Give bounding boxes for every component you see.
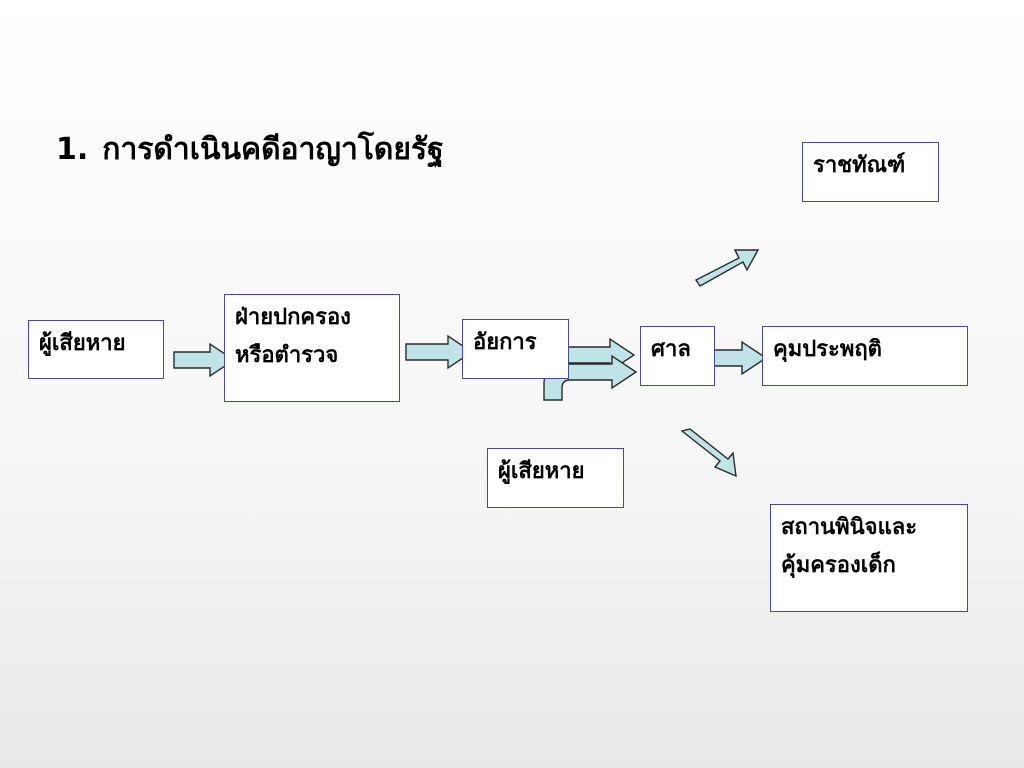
- node-court-label: ศาล: [651, 337, 691, 362]
- arrow-police-to-prosecutor: [405, 334, 474, 370]
- node-victim-left: ผู้เสียหาย: [28, 320, 164, 379]
- node-prosecutor: อัยการ: [462, 319, 569, 379]
- arrow-court-to-juvenile: [680, 428, 737, 478]
- node-victim-bottom: ผู้เสียหาย: [487, 448, 624, 508]
- node-punishment: ราชทัณฑ์: [802, 142, 939, 202]
- node-administration-line2: หรือตำรวจ: [235, 343, 339, 368]
- arrow-court-to-punishment: [694, 249, 760, 287]
- node-probation: คุมประพฤติ: [762, 326, 968, 386]
- node-probation-label: คุมประพฤติ: [773, 337, 882, 362]
- node-prosecutor-label: อัยการ: [473, 330, 537, 355]
- title-number: 1.: [56, 132, 89, 167]
- node-victim-bottom-label: ผู้เสียหาย: [498, 459, 585, 484]
- arrow-victim-to-police: [173, 342, 236, 378]
- node-juvenile-line1: สถานพินิจและ: [781, 515, 918, 540]
- node-punishment-label: ราชทัณฑ์: [813, 153, 906, 178]
- page-title: 1. การดำเนินคดีอาญาโดยรัฐ: [56, 126, 444, 173]
- node-administration-police: ฝ่ายปกครอง หรือตำรวจ: [224, 294, 400, 402]
- node-juvenile-line2: คุ้มครองเด็ก: [781, 553, 896, 578]
- node-court: ศาล: [640, 326, 715, 386]
- node-victim-left-label: ผู้เสียหาย: [39, 331, 126, 356]
- title-text: การดำเนินคดีอาญาโดยรัฐ: [102, 132, 444, 167]
- node-juvenile-center: สถานพินิจและ คุ้มครองเด็ก: [770, 504, 968, 612]
- node-administration-line1: ฝ่ายปกครอง: [235, 305, 351, 330]
